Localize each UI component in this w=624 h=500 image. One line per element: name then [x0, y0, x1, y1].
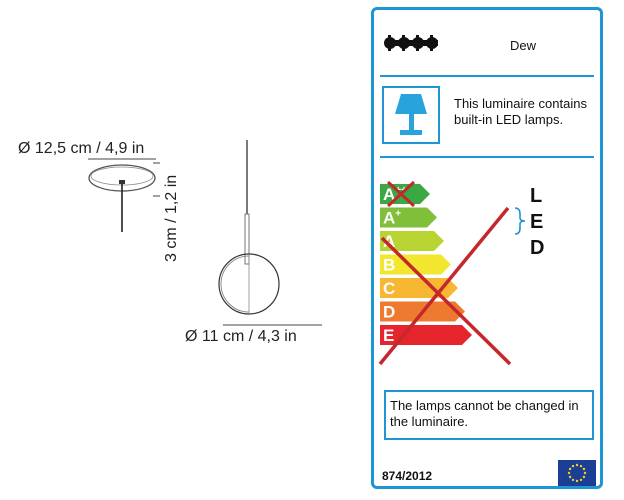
lamp-note-box: The lamps cannot be changed in the lumin…	[384, 390, 594, 440]
eu-flag-icon	[558, 460, 596, 486]
energy-class-arrow	[380, 325, 472, 345]
regulation-number: 874/2012	[382, 469, 433, 483]
crossed-out-icon	[378, 206, 512, 366]
energy-class-label: D	[383, 303, 395, 322]
class-cross-line	[386, 180, 416, 208]
table-lamp-icon	[395, 94, 427, 135]
dimension-drawing: Ø 12,5 cm / 4,9 in 3 cm / 1,2 in Ø 11 cm…	[18, 140, 322, 345]
pendant-lamp-drawing	[88, 140, 322, 326]
led-brace-icon	[514, 207, 526, 235]
energy-class-arrow	[380, 254, 451, 275]
led-letter-e: E	[530, 211, 544, 233]
canopy-diameter-label: Ø 12,5 cm / 4,9 in	[18, 140, 145, 157]
energy-label: Dew This luminaire contains built-in LED…	[371, 7, 603, 489]
energy-class-label: E	[383, 326, 394, 345]
canopy-height-label: 3 cm / 1,2 in	[163, 174, 180, 262]
energy-class-arrow	[380, 184, 430, 204]
energy-class-label: C	[383, 279, 395, 298]
lamp-statement: This luminaire contains built-in LED lam…	[454, 96, 587, 127]
product-name: Dew	[510, 38, 537, 53]
divider	[380, 156, 594, 158]
led-letter-d: D	[530, 237, 545, 259]
divider	[380, 75, 594, 77]
brand-logo-icon	[384, 35, 438, 51]
energy-class-label: B	[383, 256, 395, 275]
led-letter-l: L	[530, 185, 543, 207]
lamp-note-text: The lamps cannot be changed in the lumin…	[390, 398, 579, 429]
lamp-icon-box	[382, 86, 440, 144]
energy-class-arrow	[380, 231, 444, 251]
globe-diameter-label: Ø 11 cm / 4,3 in	[185, 328, 297, 345]
energy-class-arrow	[380, 207, 437, 228]
